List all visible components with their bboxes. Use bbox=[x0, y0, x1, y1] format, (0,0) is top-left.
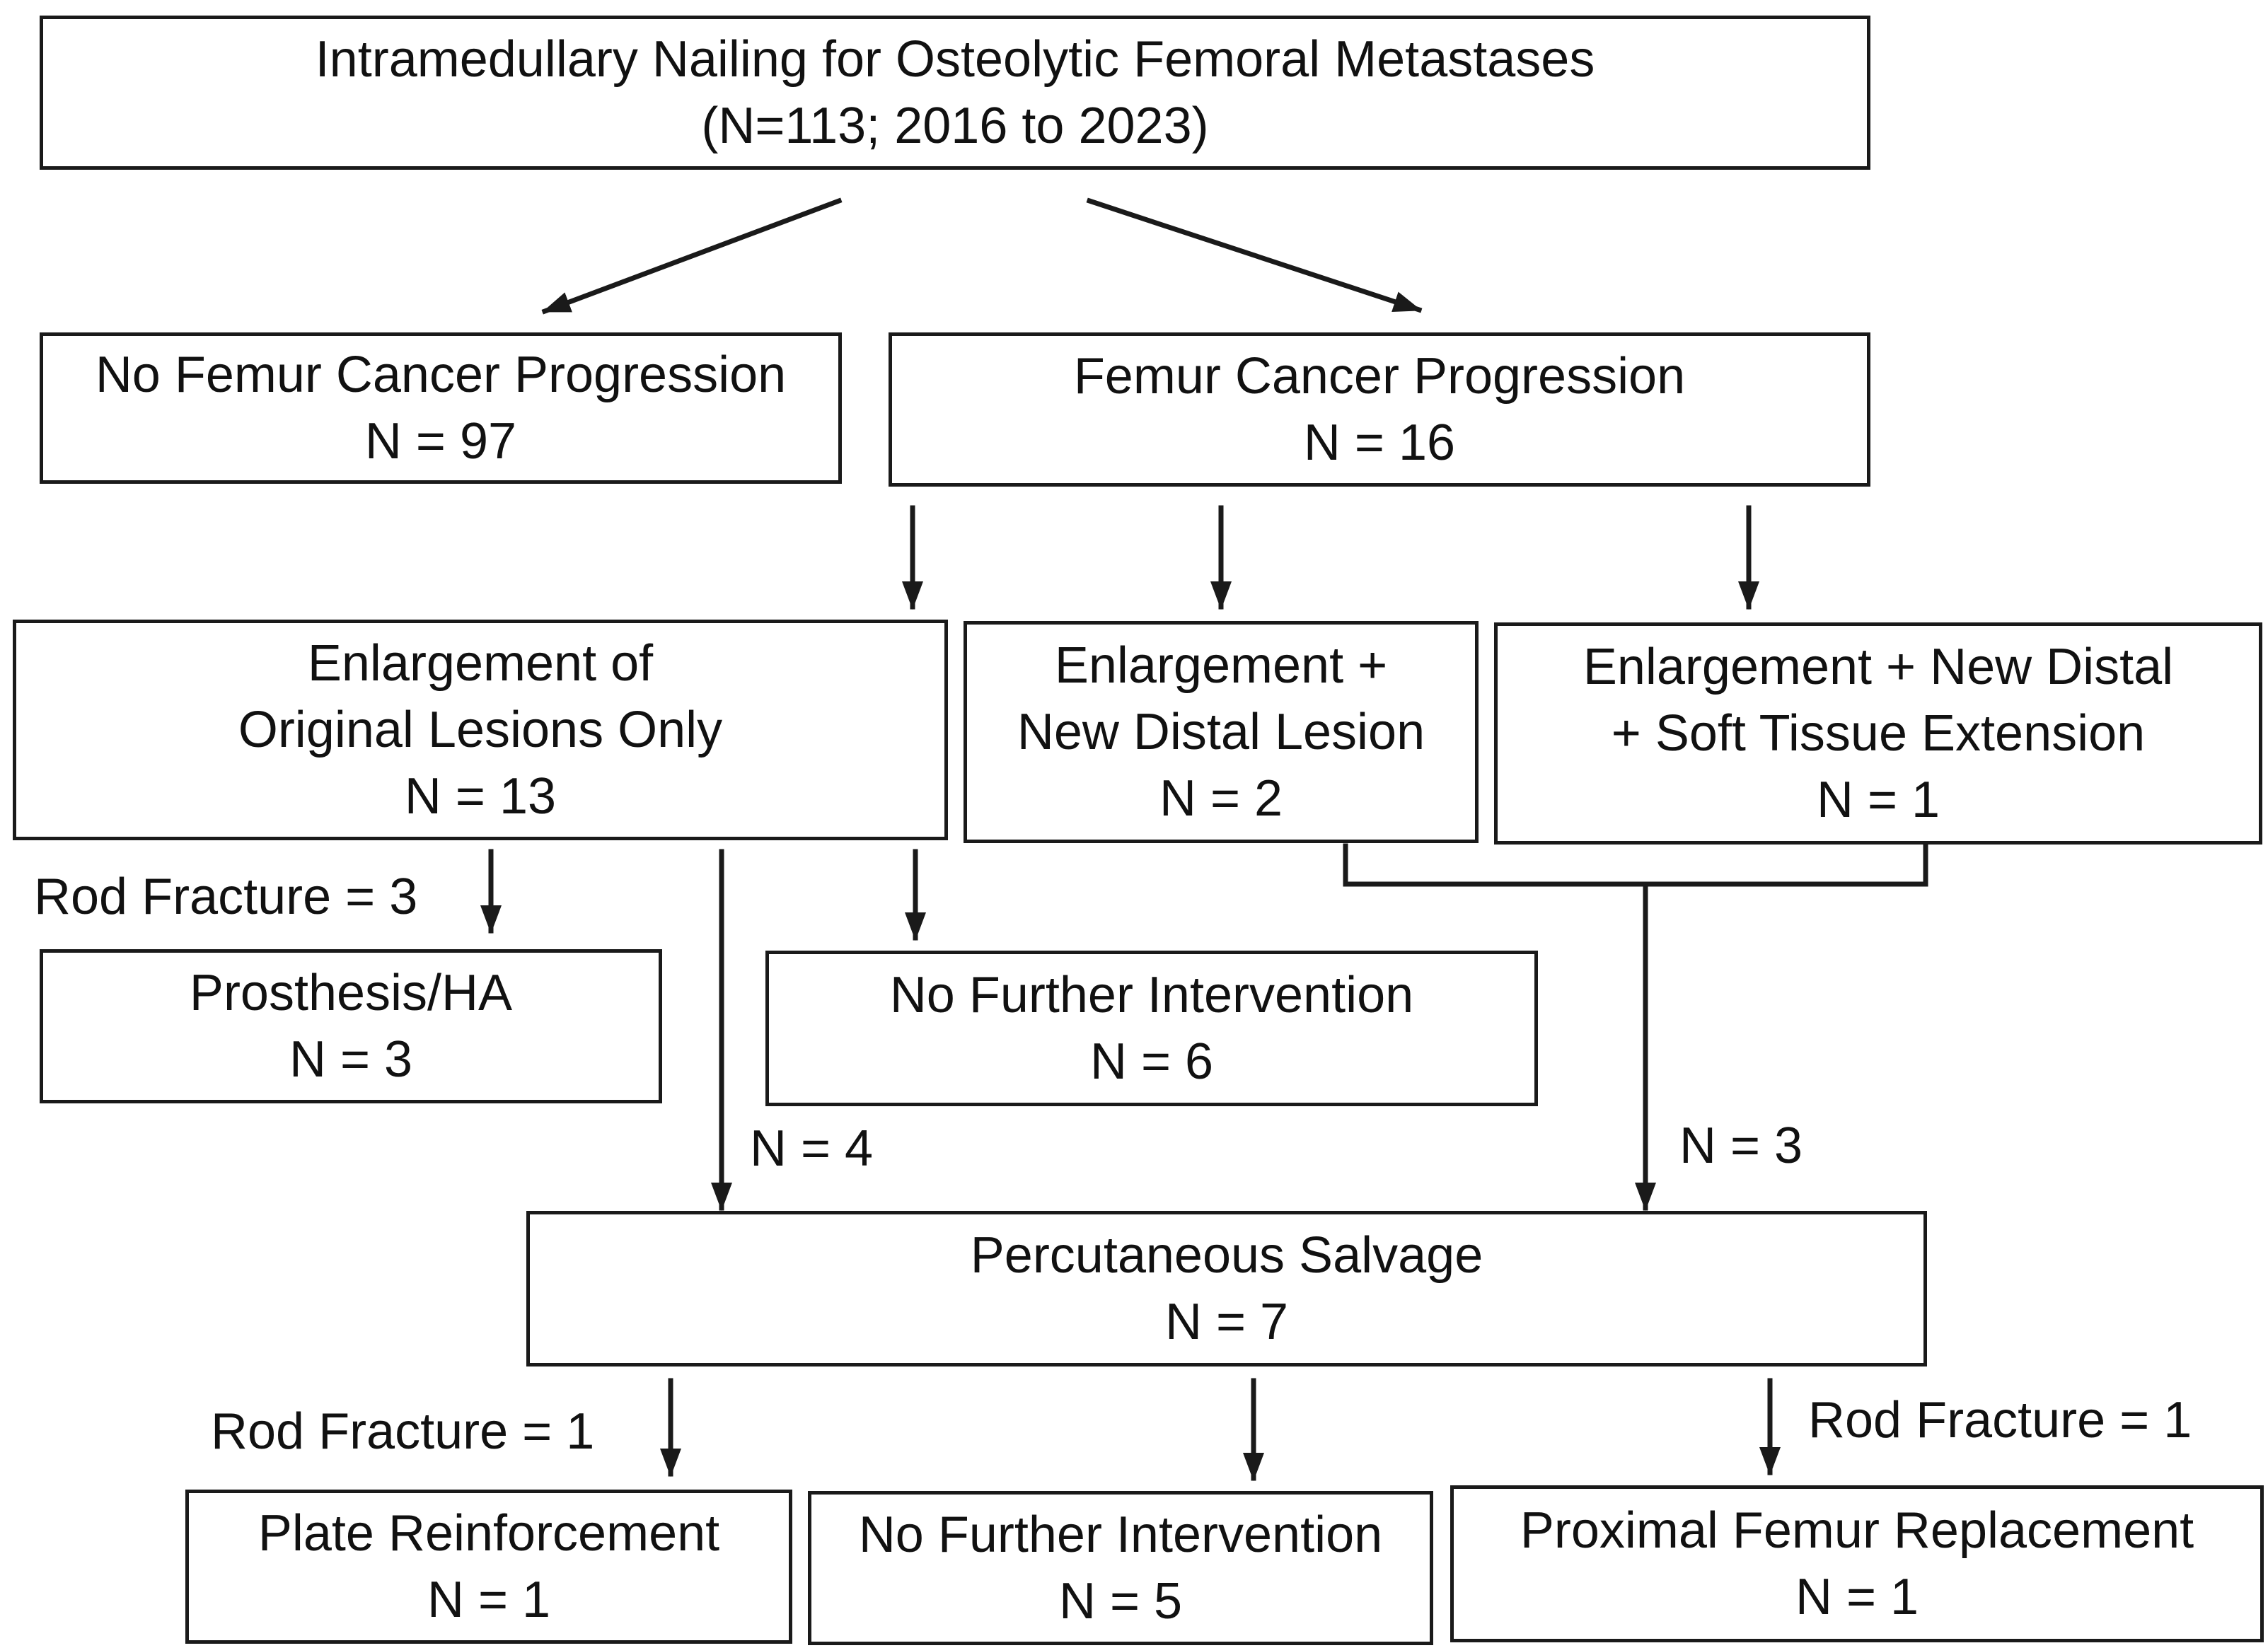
enlargement-distal-box: Enlargement + New Distal Lesion N = 2 bbox=[964, 621, 1479, 843]
root-box: Intramedullary Nailing for Osteolytic Fe… bbox=[40, 16, 1870, 170]
progression-box: Femur Cancer Progression N = 16 bbox=[889, 332, 1870, 487]
enlargement-only-line1: Enlargement of bbox=[307, 635, 654, 692]
enlargement-only-box: Enlargement of Original Lesions Only N =… bbox=[13, 620, 948, 840]
rod-fracture-1-left-label: Rod Fracture = 1 bbox=[211, 1403, 595, 1460]
rod-fracture-1-right-label: Rod Fracture = 1 bbox=[1808, 1392, 2192, 1449]
enlargement-only-count: N = 13 bbox=[404, 768, 557, 825]
enlargement-distal-line1: Enlargement + bbox=[1054, 637, 1388, 694]
n3-label: N = 3 bbox=[1679, 1118, 1803, 1174]
enlargement-only-line2: Original Lesions Only bbox=[238, 702, 723, 758]
prosthesis-box: Prosthesis/HA N = 3 bbox=[40, 949, 662, 1103]
enlargement-distal-soft-box: Enlargement + New Distal + Soft Tissue E… bbox=[1494, 622, 2262, 845]
enlargement-distal-soft-line2: + Soft Tissue Extension bbox=[1611, 705, 2146, 762]
root-subtitle: (N=113; 2016 to 2023) bbox=[701, 98, 1209, 154]
no-further-1-box: No Further Intervention N = 6 bbox=[765, 951, 1538, 1106]
merge-bracket bbox=[1343, 843, 1928, 887]
no-progression-box: No Femur Cancer Progression N = 97 bbox=[40, 332, 842, 484]
plate-box: Plate Reinforcement N = 1 bbox=[185, 1490, 792, 1644]
no-progression-label: No Femur Cancer Progression bbox=[95, 347, 787, 403]
proximal-femur-label: Proximal Femur Replacement bbox=[1520, 1502, 2194, 1559]
enlargement-distal-soft-count: N = 1 bbox=[1816, 772, 1940, 828]
enlargement-distal-line2: New Distal Lesion bbox=[1017, 704, 1425, 760]
proximal-femur-count: N = 1 bbox=[1795, 1569, 1919, 1625]
no-further-2-box: No Further Intervention N = 5 bbox=[808, 1491, 1433, 1645]
proximal-femur-box: Proximal Femur Replacement N = 1 bbox=[1450, 1485, 2264, 1642]
progression-count: N = 16 bbox=[1303, 414, 1456, 471]
salvage-label: Percutaneous Salvage bbox=[970, 1227, 1483, 1284]
salvage-count: N = 7 bbox=[1164, 1294, 1289, 1350]
no-progression-count: N = 97 bbox=[364, 413, 517, 470]
enlargement-distal-soft-line1: Enlargement + New Distal bbox=[1583, 639, 2174, 695]
prosthesis-label: Prosthesis/HA bbox=[189, 965, 513, 1021]
no-further-1-count: N = 6 bbox=[1089, 1033, 1214, 1090]
no-further-2-label: No Further Intervention bbox=[858, 1507, 1383, 1563]
enlargement-distal-count: N = 2 bbox=[1159, 770, 1283, 827]
no-further-1-label: No Further Intervention bbox=[889, 967, 1414, 1023]
plate-count: N = 1 bbox=[427, 1572, 551, 1628]
progression-label: Femur Cancer Progression bbox=[1073, 348, 1686, 405]
rod-fracture-3-label: Rod Fracture = 3 bbox=[34, 869, 418, 925]
salvage-box: Percutaneous Salvage N = 7 bbox=[526, 1211, 1927, 1366]
prosthesis-count: N = 3 bbox=[289, 1031, 413, 1088]
n4-label: N = 4 bbox=[750, 1120, 874, 1177]
no-further-2-count: N = 5 bbox=[1058, 1573, 1183, 1630]
plate-label: Plate Reinforcement bbox=[258, 1505, 720, 1562]
arrow-root-to-progression bbox=[1086, 197, 1423, 313]
arrow-root-to-no-progression bbox=[541, 197, 843, 315]
root-title: Intramedullary Nailing for Osteolytic Fe… bbox=[315, 31, 1595, 88]
